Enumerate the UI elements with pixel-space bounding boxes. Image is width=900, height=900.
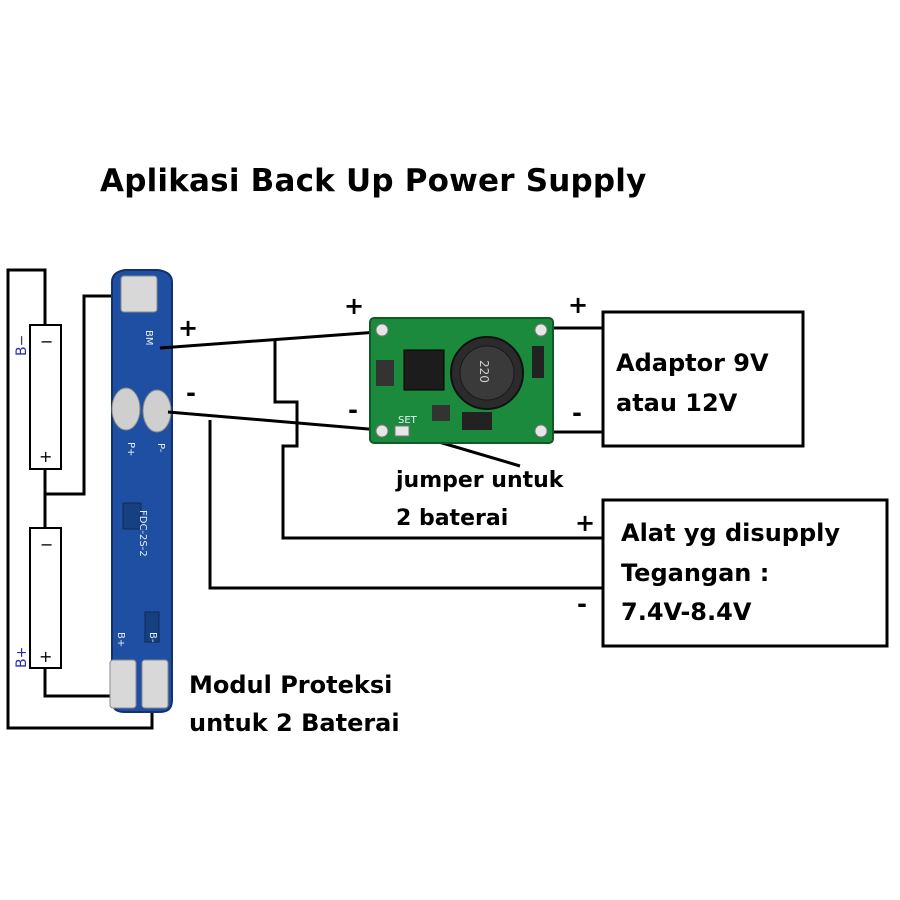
adaptor-label-line1: Adaptor 9V	[616, 349, 769, 377]
bm-pad	[120, 275, 158, 313]
module-label-line2: untuk 2 Baterai	[189, 709, 400, 737]
battery-cell-top: − + B−	[14, 324, 62, 470]
jumper-label-line1: jumper untuk	[395, 468, 565, 493]
charger-in-minus-symbol: -	[348, 396, 358, 424]
p-minus-pad	[142, 389, 172, 433]
charger-in-plus-pad	[375, 323, 389, 337]
adaptor-box	[601, 310, 805, 448]
battery-top-minus-sign: −	[40, 332, 53, 351]
battery-b-plus-label: B+	[14, 647, 30, 668]
plus-wire-to-charger	[159, 330, 379, 350]
charger-in-minus-pad	[375, 424, 389, 438]
pcb-minus-symbol: -	[186, 379, 196, 407]
pcb-plus-symbol: +	[178, 314, 198, 342]
device-plus-symbol: +	[575, 509, 595, 537]
charger-out-plus-symbol: +	[568, 291, 588, 319]
pcb-bm-label: BM	[143, 330, 154, 346]
battery-bottom-plus-sign: +	[39, 647, 52, 666]
device-label-line1: Alat yg disupply	[621, 519, 840, 547]
pcb-b-plus-label: B+	[115, 632, 126, 647]
adaptor-label-line2: atau 12V	[616, 389, 738, 417]
charger-module: 220 SET	[369, 317, 554, 444]
main-wiring	[159, 326, 603, 590]
device-label-line3: 7.4V-8.4V	[621, 598, 752, 626]
battery-wiring	[6, 268, 154, 730]
set-label: SET	[398, 415, 418, 426]
protection-module-pcb: BM P+ P- FDC-2S-2 B+ B-	[109, 269, 173, 713]
charger-out-minus-symbol: -	[572, 399, 582, 427]
inductor-code: 220	[477, 360, 491, 383]
plus-wire-to-device	[273, 340, 602, 540]
charger-ic	[403, 349, 445, 391]
battery-top-plus-sign: +	[39, 447, 52, 466]
pcb-b-minus-label: B-	[147, 632, 158, 643]
pcb-model-label: FDC-2S-2	[137, 510, 148, 557]
battery-bottom-minus-sign: −	[40, 535, 53, 554]
charger-out-plus-pad	[534, 323, 548, 337]
page-title: Aplikasi Back Up Power Supply	[100, 163, 647, 199]
battery-b-minus-label: B−	[14, 335, 30, 356]
minus-wire-to-device	[208, 420, 602, 590]
module-label-line1: Modul Proteksi	[189, 671, 392, 699]
minus-wire-to-charger	[167, 410, 381, 432]
pcb-p-plus-label: P+	[125, 442, 136, 456]
b-plus-pad	[109, 659, 137, 709]
pcb-p-minus-label: P-	[155, 443, 166, 453]
p-plus-pad	[111, 387, 141, 431]
device-minus-symbol: -	[577, 590, 587, 618]
jumper-label-line2: 2 baterai	[396, 506, 508, 531]
charger-out-minus-pad	[534, 424, 548, 438]
set-jumper-pad	[394, 425, 410, 437]
b-minus-pad	[141, 659, 169, 709]
device-box	[601, 498, 889, 648]
device-label-line2: Tegangan :	[621, 559, 769, 587]
battery-cell-bottom: − + B+	[14, 527, 62, 669]
charger-in-plus-symbol: +	[344, 292, 364, 320]
